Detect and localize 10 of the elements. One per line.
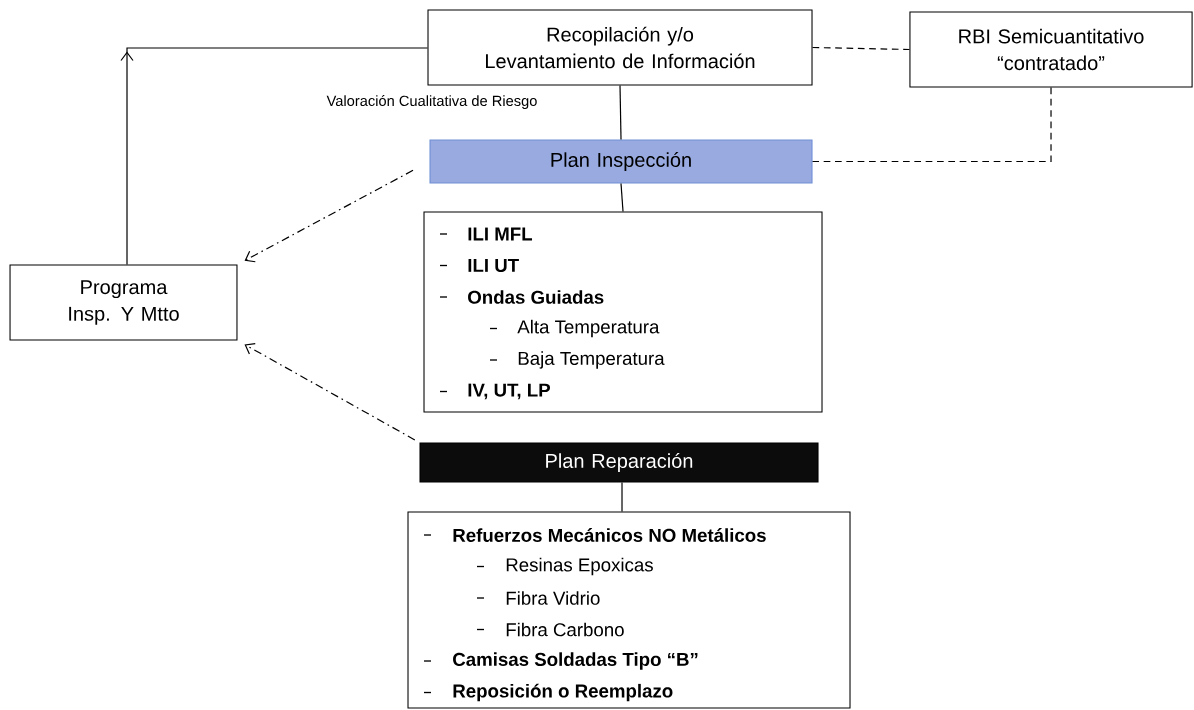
connector-arrow [244, 169, 414, 263]
list-box: Refuerzos Mecánicos NO Metálicos Resinas Epoxicas Fibra Vidrio Fibra Carbono Camisas Soldadas Tipo “B” Reposición o Reemplazo [407, 511, 851, 709]
list-box: ILI MFL ILI UT Ondas Guiadas Alta Temperatura Baja Temperatura IV, UT, LP [423, 211, 823, 413]
connector-arrow [244, 342, 416, 441]
process-box: RBI Semicuantitativo “contratado” [909, 11, 1193, 88]
process-box: Programa Insp. Y Mtto [9, 264, 238, 341]
annotation-text: Valoración Cualitativa de Riesgo [326, 95, 537, 109]
plan-header-bar: Plan Reparación [419, 442, 819, 483]
process-box: Recopilación y/o Levantamiento de Información [427, 9, 813, 86]
plan-header-bar: Plan Inspección [429, 139, 813, 184]
